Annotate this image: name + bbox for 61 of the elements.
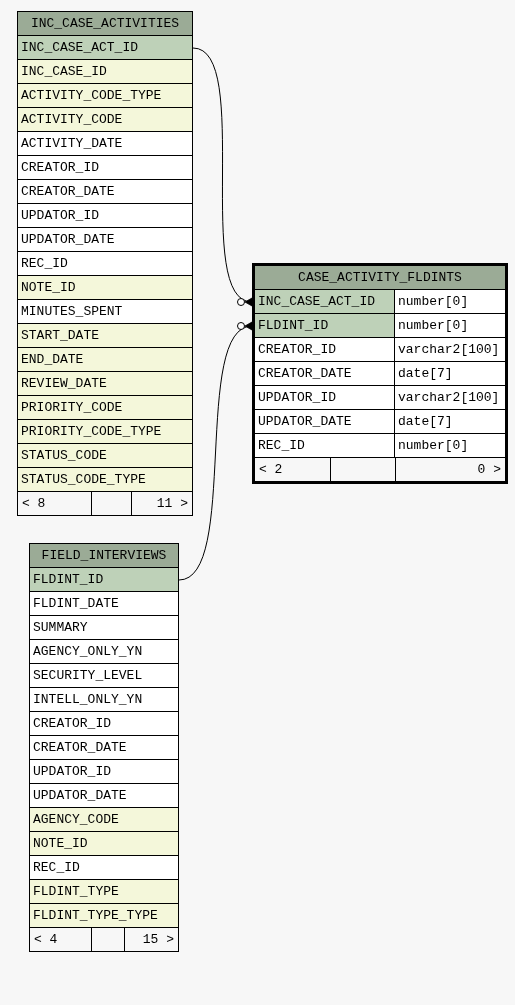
column-row <box>255 386 505 410</box>
column-row: NOTE_ID <box>18 276 192 300</box>
column-name: INC_CASE_ACT_ID <box>255 290 395 313</box>
column-row: INC_CASE_ACT_ID <box>18 36 192 60</box>
table-name: CASE_ACTIVITY_FLDINTS <box>255 266 505 290</box>
column-row <box>255 410 505 434</box>
child-count: 11 > <box>131 492 192 515</box>
relationship-line <box>178 321 254 581</box>
column-name: FLDINT_ID <box>255 314 395 337</box>
column-row: MINUTES_SPENT <box>18 300 192 324</box>
column-row: PRIORITY_CODE_TYPE <box>18 420 192 444</box>
column-name: UPDATOR_ID <box>255 386 395 409</box>
column-row: REVIEW_DATE <box>18 372 192 396</box>
entity-table <box>252 263 508 484</box>
column-row: UPDATOR_DATE <box>18 228 192 252</box>
column-row: AGENCY_CODE <box>30 808 178 832</box>
parent-count: < 8 <box>18 492 92 515</box>
column-row: ACTIVITY_DATE <box>18 132 192 156</box>
column-row: END_DATE <box>18 348 192 372</box>
column-row: UPDATOR_DATE <box>30 784 178 808</box>
entity-table <box>17 11 193 516</box>
table-name: FIELD_INTERVIEWS <box>30 544 178 568</box>
column-row: STATUS_CODE <box>18 444 192 468</box>
child-count: 0 > <box>395 458 505 481</box>
column-row: UPDATOR_ID <box>30 760 178 784</box>
column-row: ACTIVITY_CODE <box>18 108 192 132</box>
column-row: PRIORITY_CODE <box>18 396 192 420</box>
column-row: UPDATOR_ID <box>18 204 192 228</box>
table-name: INC_CASE_ACTIVITIES <box>18 12 192 36</box>
column-row: STATUS_CODE_TYPE <box>18 468 192 492</box>
parent-count: < 4 <box>30 928 92 951</box>
column-row: REC_ID <box>18 252 192 276</box>
parent-count: < 2 <box>255 458 331 481</box>
column-row: FLDINT_TYPE_TYPE <box>30 904 178 928</box>
entity-table <box>29 543 179 952</box>
column-row <box>255 338 505 362</box>
column-row: FLDINT_TYPE <box>30 880 178 904</box>
column-row: CREATOR_DATE <box>30 736 178 760</box>
column-row: CREATOR_ID <box>30 712 178 736</box>
column-row: AGENCY_ONLY_YN <box>30 640 178 664</box>
column-name: CREATOR_DATE <box>255 362 395 385</box>
column-row <box>255 362 505 386</box>
column-row: INTELL_ONLY_YN <box>30 688 178 712</box>
column-row <box>255 314 505 338</box>
column-row <box>255 290 505 314</box>
column-row: START_DATE <box>18 324 192 348</box>
column-row <box>255 434 505 458</box>
column-row: SECURITY_LEVEL <box>30 664 178 688</box>
column-name: CREATOR_ID <box>255 338 395 361</box>
column-row: SUMMARY <box>30 616 178 640</box>
column-row: CREATOR_ID <box>18 156 192 180</box>
column-row: CREATOR_DATE <box>18 180 192 204</box>
child-count: 15 > <box>124 928 178 951</box>
column-row: NOTE_ID <box>30 832 178 856</box>
relationship-line <box>192 47 254 307</box>
column-row: ACTIVITY_CODE_TYPE <box>18 84 192 108</box>
column-row: FLDINT_DATE <box>30 592 178 616</box>
column-row: INC_CASE_ID <box>18 60 192 84</box>
column-name: UPDATOR_DATE <box>255 410 395 433</box>
column-row: REC_ID <box>30 856 178 880</box>
column-row: FLDINT_ID <box>30 568 178 592</box>
